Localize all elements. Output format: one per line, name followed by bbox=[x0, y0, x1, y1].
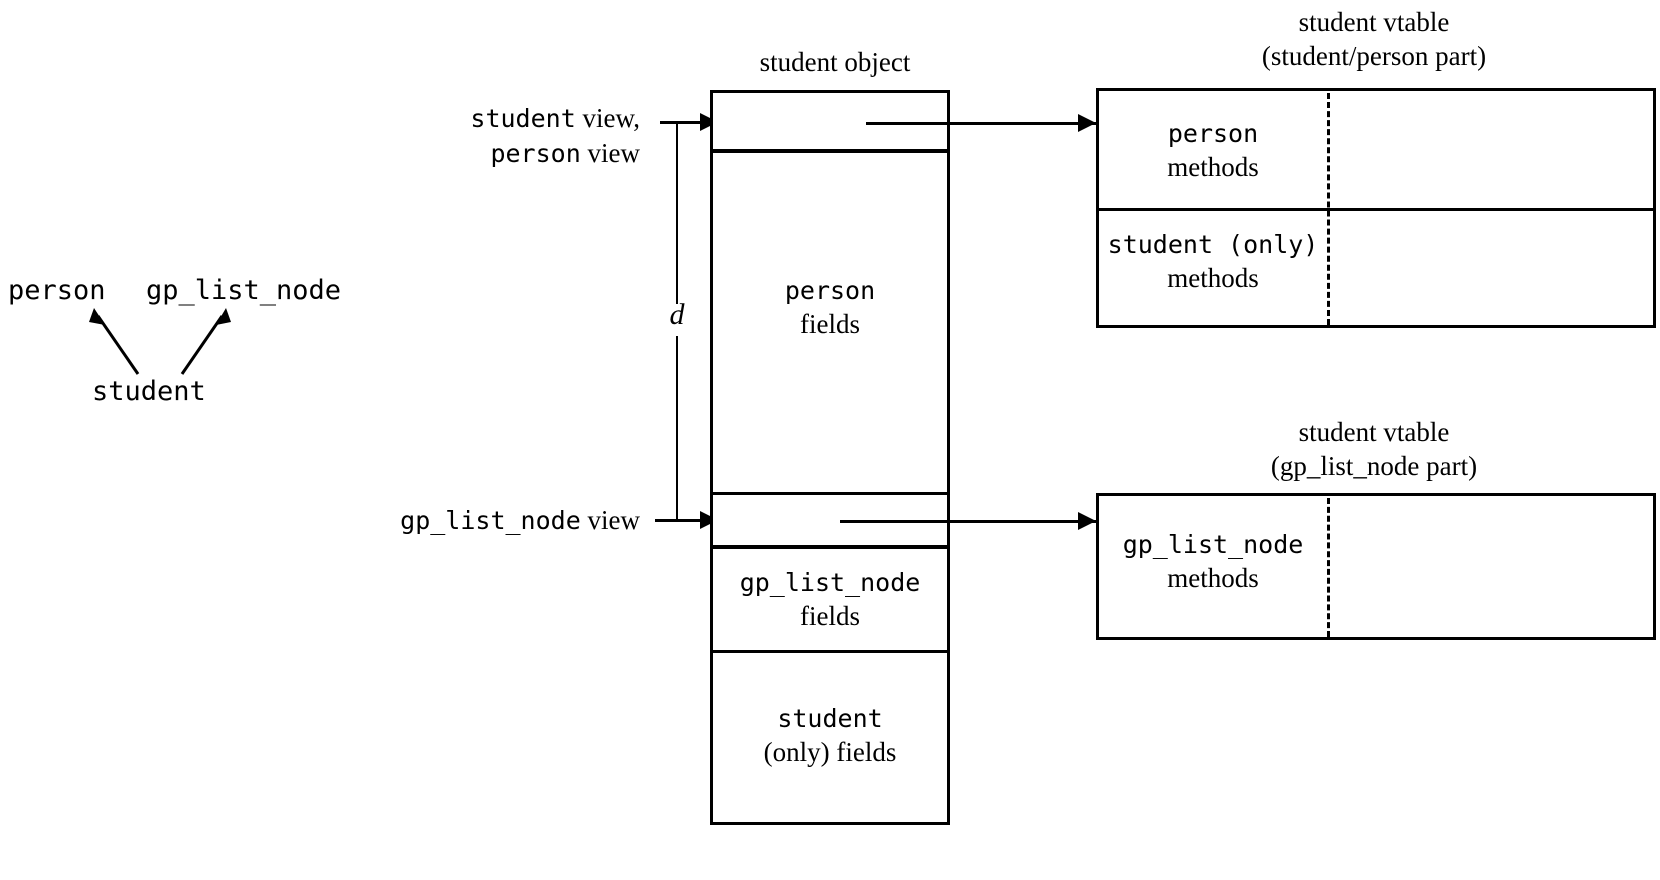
object-divider-4 bbox=[713, 650, 947, 653]
hierarchy-base-gp-list-node-label: gp_list_node bbox=[146, 275, 342, 306]
student-only-fields-line1: student bbox=[777, 704, 883, 733]
gp-view-class-text: gp_list_node bbox=[400, 506, 581, 535]
gp-list-node-fields-line1: gp_list_node bbox=[739, 568, 921, 597]
gp-view-word-text: view bbox=[587, 505, 640, 535]
student-object-title: student object bbox=[759, 47, 911, 77]
hierarchy-base-person-label: person bbox=[8, 275, 106, 306]
object-divider-3 bbox=[713, 545, 947, 549]
vtable-top-row2-line1: student (only) bbox=[1107, 230, 1319, 259]
object-divider-2 bbox=[713, 492, 947, 495]
person-vptr-arrowhead-icon bbox=[1078, 114, 1096, 132]
student-view-word-text: view, bbox=[582, 103, 640, 133]
person-fields-line2: fields bbox=[800, 309, 860, 339]
person-view-word-text: view bbox=[587, 138, 640, 168]
gp-list-node-fields-line2: fields bbox=[800, 601, 860, 631]
hierarchy-arrow-to-person-icon bbox=[89, 308, 140, 375]
student-vtable-top-title-line2: (student/person part) bbox=[1096, 39, 1652, 73]
gp-view-arrow-line bbox=[655, 519, 706, 522]
object-divider-1 bbox=[713, 149, 947, 153]
gp-vptr-pointer-line bbox=[840, 520, 1096, 523]
vtable-bottom-dashed-separator bbox=[1327, 498, 1330, 637]
offset-label-d: d bbox=[669, 298, 685, 331]
vtable-bottom-row1-line1: gp_list_node bbox=[1122, 530, 1304, 559]
vtable-top-row1-line2: methods bbox=[1167, 152, 1259, 182]
student-vtable-bottom-box: gp_list_node methods bbox=[1096, 493, 1656, 640]
object-cell-person-vptr bbox=[713, 93, 947, 149]
vtable-top-row2-line2: methods bbox=[1167, 263, 1259, 293]
student-vtable-bottom-title-line1: student vtable bbox=[1298, 417, 1450, 447]
vtable-bottom-row-gp-list-node-methods: gp_list_node methods bbox=[1099, 496, 1327, 637]
offset-measure-line-upper bbox=[676, 124, 678, 304]
offset-measure-line-lower bbox=[676, 336, 678, 520]
vtable-top-row-person-methods: person methods bbox=[1099, 91, 1327, 208]
student-vtable-top-title-line2-text: (student/person part) bbox=[1261, 41, 1487, 71]
object-cell-student-only-fields: student (only) fields bbox=[713, 653, 947, 825]
student-vtable-top-title-line1: student vtable bbox=[1298, 7, 1450, 37]
person-view-class-text: person bbox=[490, 139, 581, 168]
student-vtable-bottom-title-line2-text: (gp_list_node part) bbox=[1270, 451, 1478, 481]
gp-vptr-arrowhead-icon bbox=[1078, 512, 1096, 530]
person-vptr-pointer-line bbox=[866, 122, 1096, 125]
vtable-bottom-row1-line2: methods bbox=[1167, 563, 1259, 593]
hierarchy-derived-student-label: student bbox=[92, 376, 206, 407]
object-cell-person-fields: person fields bbox=[713, 149, 947, 492]
student-vtable-bottom-title-line2: (gp_list_node part) bbox=[1096, 449, 1652, 483]
student-view-arrow-line bbox=[660, 121, 706, 124]
gp-list-node-view-label: gp_list_node view bbox=[240, 503, 640, 538]
student-view-class-text: student bbox=[470, 104, 576, 133]
object-cell-gp-list-node-fields: gp_list_node fields bbox=[713, 549, 947, 650]
student-only-fields-line2: (only) fields bbox=[763, 737, 897, 767]
student-object-box bbox=[710, 90, 950, 825]
student-person-view-label: student view, person view bbox=[300, 101, 640, 171]
hierarchy-arrow-to-gp-list-node-icon bbox=[180, 308, 231, 375]
student-vtable-top-box: person methods student (only) methods bbox=[1096, 88, 1656, 328]
vtable-top-row-divider bbox=[1099, 208, 1653, 211]
vtable-top-row-student-only-methods: student (only) methods bbox=[1099, 211, 1327, 325]
vtable-top-row1-line1: person bbox=[1167, 119, 1259, 148]
vtable-top-dashed-separator bbox=[1327, 93, 1330, 325]
person-fields-line1: person bbox=[784, 276, 876, 305]
